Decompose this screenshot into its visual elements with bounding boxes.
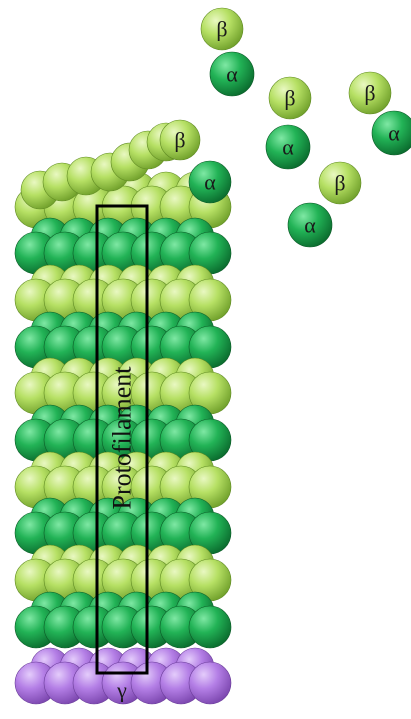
free-beta-label: β [364,81,375,106]
gamma-label: γ [116,678,127,703]
alpha-subunit [189,606,231,648]
free-beta-label: β [334,171,345,196]
tip-alpha-label: α [204,170,216,195]
tip-beta-label: β [174,128,185,153]
free-alpha-label: α [226,62,238,87]
protofilament-label: Protofilament [108,366,137,510]
free-alpha-label: α [282,135,294,160]
free-beta-label: β [216,17,227,42]
gamma-subunit [189,662,231,704]
free-alpha-label: α [304,213,316,238]
free-beta-label: β [284,86,295,111]
free-alpha-label: α [388,121,400,146]
